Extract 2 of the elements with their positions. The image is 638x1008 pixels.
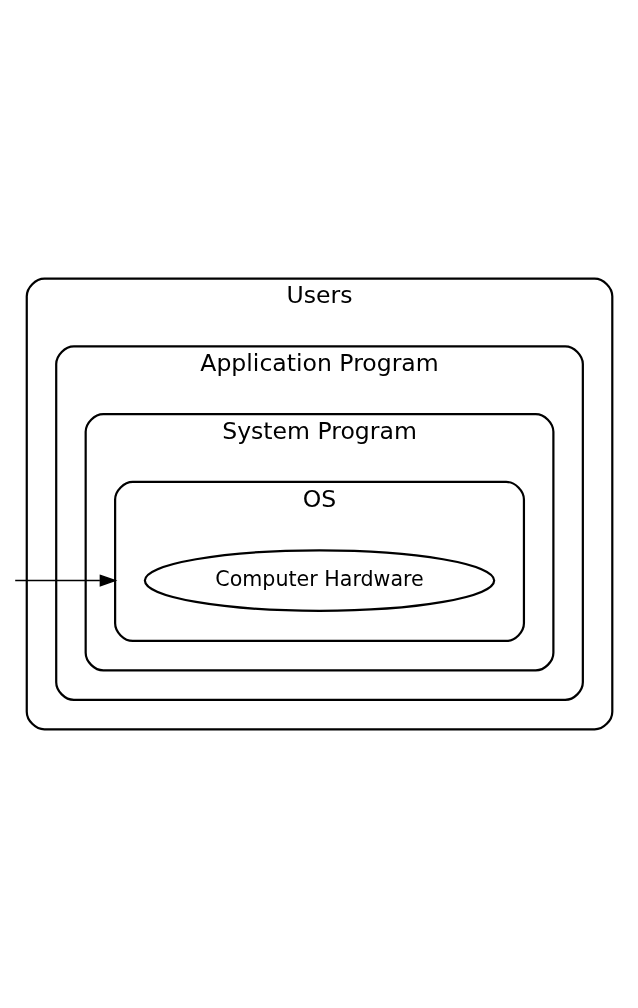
- arrow: [14, 574, 118, 587]
- node-ellipse: Computer Hardware: [143, 549, 496, 612]
